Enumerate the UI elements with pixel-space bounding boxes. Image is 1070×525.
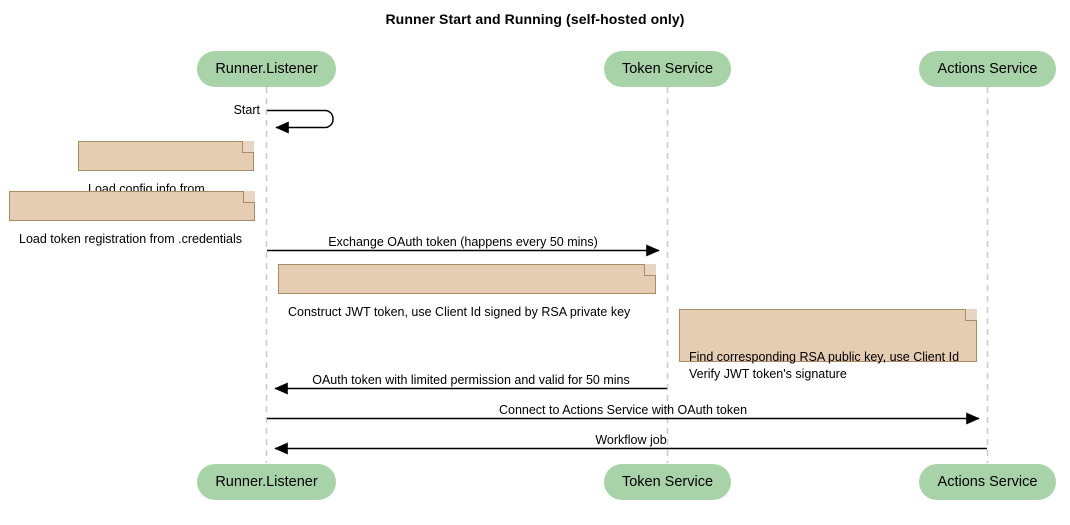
note-verify-jwt: Find corresponding RSA public key, use C… bbox=[679, 309, 977, 381]
participant-footer-runner[interactable]: Runner.Listener bbox=[197, 464, 336, 500]
message-arrow-start bbox=[267, 109, 334, 134]
message-label-start: Start bbox=[233, 103, 260, 117]
note-fold-corner-icon bbox=[243, 191, 255, 203]
participant-label: Token Service bbox=[621, 61, 714, 77]
note-text: Construct JWT token, use Client Id signe… bbox=[288, 305, 631, 319]
note-load-config: Load config info from .runner bbox=[78, 141, 254, 213]
note-construct-jwt: Construct JWT token, use Client Id signe… bbox=[278, 264, 656, 319]
participant-label: Token Service bbox=[621, 474, 714, 490]
note-fold-corner-icon bbox=[242, 141, 254, 153]
participant-label: Actions Service bbox=[937, 61, 1038, 77]
note-fold-corner-icon bbox=[644, 264, 656, 276]
note-text: Find corresponding RSA public key, use C… bbox=[689, 350, 960, 381]
participant-footer-actions[interactable]: Actions Service bbox=[919, 464, 1056, 500]
participant-footer-token[interactable]: Token Service bbox=[604, 464, 731, 500]
lifelines bbox=[265, 87, 989, 463]
page-title: Runner Start and Running (self-hosted on… bbox=[385, 11, 685, 27]
note-load-token-registration: Load token registration from .credential… bbox=[9, 191, 255, 246]
participant-label: Runner.Listener bbox=[215, 474, 318, 490]
note-text: Load token registration from .credential… bbox=[19, 232, 243, 246]
participant-label: Runner.Listener bbox=[215, 61, 318, 77]
message-label-exchange-oauth-token: Exchange OAuth token (happens every 50 m… bbox=[328, 235, 598, 249]
message-label-oauth-token-returned: OAuth token with limited permission and … bbox=[312, 373, 630, 387]
participant-header-runner[interactable]: Runner.Listener bbox=[197, 51, 336, 87]
participant-label: Actions Service bbox=[937, 474, 1038, 490]
message-label-connect-actions-service: Connect to Actions Service with OAuth to… bbox=[498, 403, 748, 417]
participant-header-token[interactable]: Token Service bbox=[604, 51, 731, 87]
participant-header-actions[interactable]: Actions Service bbox=[919, 51, 1056, 87]
message-label-workflow-job: Workflow job bbox=[595, 433, 667, 447]
note-fold-corner-icon bbox=[965, 309, 977, 321]
